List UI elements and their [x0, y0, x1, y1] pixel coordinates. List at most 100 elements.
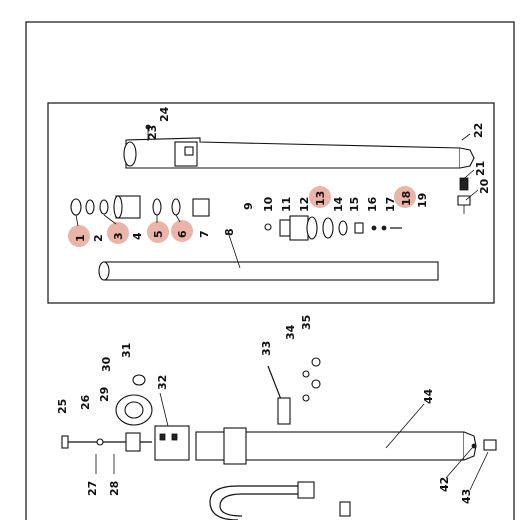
label-16: 16	[366, 196, 379, 212]
part-32-head	[154, 425, 190, 461]
tube-tip	[459, 147, 475, 169]
highlight-part-1	[68, 225, 90, 247]
highlight-marks	[68, 186, 416, 247]
label-44: 44	[422, 388, 435, 404]
part-8-end	[98, 261, 110, 281]
part-35b	[311, 379, 321, 389]
upper-leaders	[75, 133, 479, 227]
label-12: 12	[298, 197, 311, 212]
handle-outer	[209, 485, 300, 520]
label-31: 31	[120, 343, 133, 358]
label-42: 42	[438, 477, 451, 492]
label-33: 33	[260, 341, 273, 356]
part-43	[483, 439, 497, 451]
label-29: 29	[98, 387, 111, 402]
piston-parts-9-19	[264, 215, 402, 241]
label-26: 26	[79, 394, 92, 410]
seal-parts-1-7	[70, 195, 210, 219]
label-35: 35	[300, 315, 313, 330]
highlight-part-5	[147, 221, 169, 243]
inner-tube	[98, 231, 439, 281]
label-1: 1	[74, 234, 87, 242]
label-34: 34	[284, 324, 297, 340]
leader-44	[385, 403, 425, 449]
part-2-ring	[85, 199, 95, 215]
part-10	[279, 219, 291, 237]
label-32: 32	[156, 375, 169, 390]
label-27: 27	[86, 481, 99, 496]
label-43: 43	[460, 489, 473, 504]
part-29	[125, 432, 141, 452]
label-4: 4	[131, 232, 144, 240]
part-7-sleeve	[192, 198, 210, 217]
part-4-face	[113, 195, 123, 219]
label-14: 14	[332, 196, 345, 212]
highlight-part-18	[394, 186, 416, 208]
part-20-cap	[457, 195, 471, 206]
handle-block	[297, 481, 315, 499]
label-23: 23	[146, 125, 159, 140]
highlight-part-3	[107, 222, 129, 244]
part-labels: 1 2 3 4 5 6 7 8 9 10 11 12 13 14 15 16 1…	[56, 106, 491, 504]
leader-32	[159, 392, 169, 427]
part-34	[302, 370, 310, 378]
bolt-head	[61, 435, 69, 449]
label-8: 8	[223, 228, 236, 236]
part-11	[289, 215, 309, 241]
label-17: 17	[384, 197, 397, 212]
leader-20	[465, 189, 479, 201]
outer-tube	[125, 137, 461, 169]
knob-hub	[124, 401, 144, 419]
parts-20-21	[457, 177, 471, 214]
label-22: 22	[472, 123, 485, 138]
leader-6	[175, 214, 181, 223]
label-3: 3	[112, 232, 125, 240]
label-30: 30	[100, 356, 113, 372]
label-25: 25	[56, 399, 69, 414]
label-5: 5	[152, 230, 165, 238]
part-5-ring	[152, 198, 162, 216]
leader-1	[75, 214, 79, 227]
label-19: 19	[416, 193, 429, 208]
page-frame	[25, 21, 515, 520]
lower-assembly	[61, 357, 497, 520]
part-42	[471, 443, 477, 449]
part-15	[354, 222, 364, 234]
part-6-ring	[171, 198, 181, 216]
tube-clamp	[223, 427, 247, 465]
leader-22	[461, 133, 471, 141]
detail-frame	[47, 102, 495, 304]
label-7: 7	[198, 230, 211, 238]
collar-window	[184, 146, 194, 156]
highlight-part-13	[309, 186, 331, 208]
label-9: 9	[242, 202, 255, 210]
part-34b	[302, 394, 310, 402]
label-2: 2	[92, 234, 105, 242]
part-14	[338, 220, 348, 236]
part-12	[306, 216, 318, 240]
label-18: 18	[400, 191, 413, 206]
part-35	[311, 357, 321, 367]
handle-part	[339, 501, 351, 517]
leader-8	[227, 231, 241, 269]
label-15: 15	[348, 197, 361, 212]
label-11: 11	[280, 197, 293, 212]
label-13: 13	[314, 191, 327, 206]
leader-42	[445, 447, 473, 479]
part-8-tube	[103, 261, 439, 281]
bracket-plate	[277, 397, 291, 425]
part-16	[371, 225, 377, 231]
label-10: 10	[262, 196, 275, 212]
part-17	[381, 225, 387, 231]
part-9	[264, 223, 272, 231]
part-26	[96, 438, 104, 446]
part-13	[322, 217, 334, 239]
outer-tube-assembly	[123, 124, 475, 169]
leader-43	[469, 451, 489, 491]
outer-tube-end	[123, 141, 137, 167]
part-21-spring	[459, 177, 469, 191]
part-31-washer	[132, 374, 146, 386]
head-slot-b	[171, 433, 178, 441]
